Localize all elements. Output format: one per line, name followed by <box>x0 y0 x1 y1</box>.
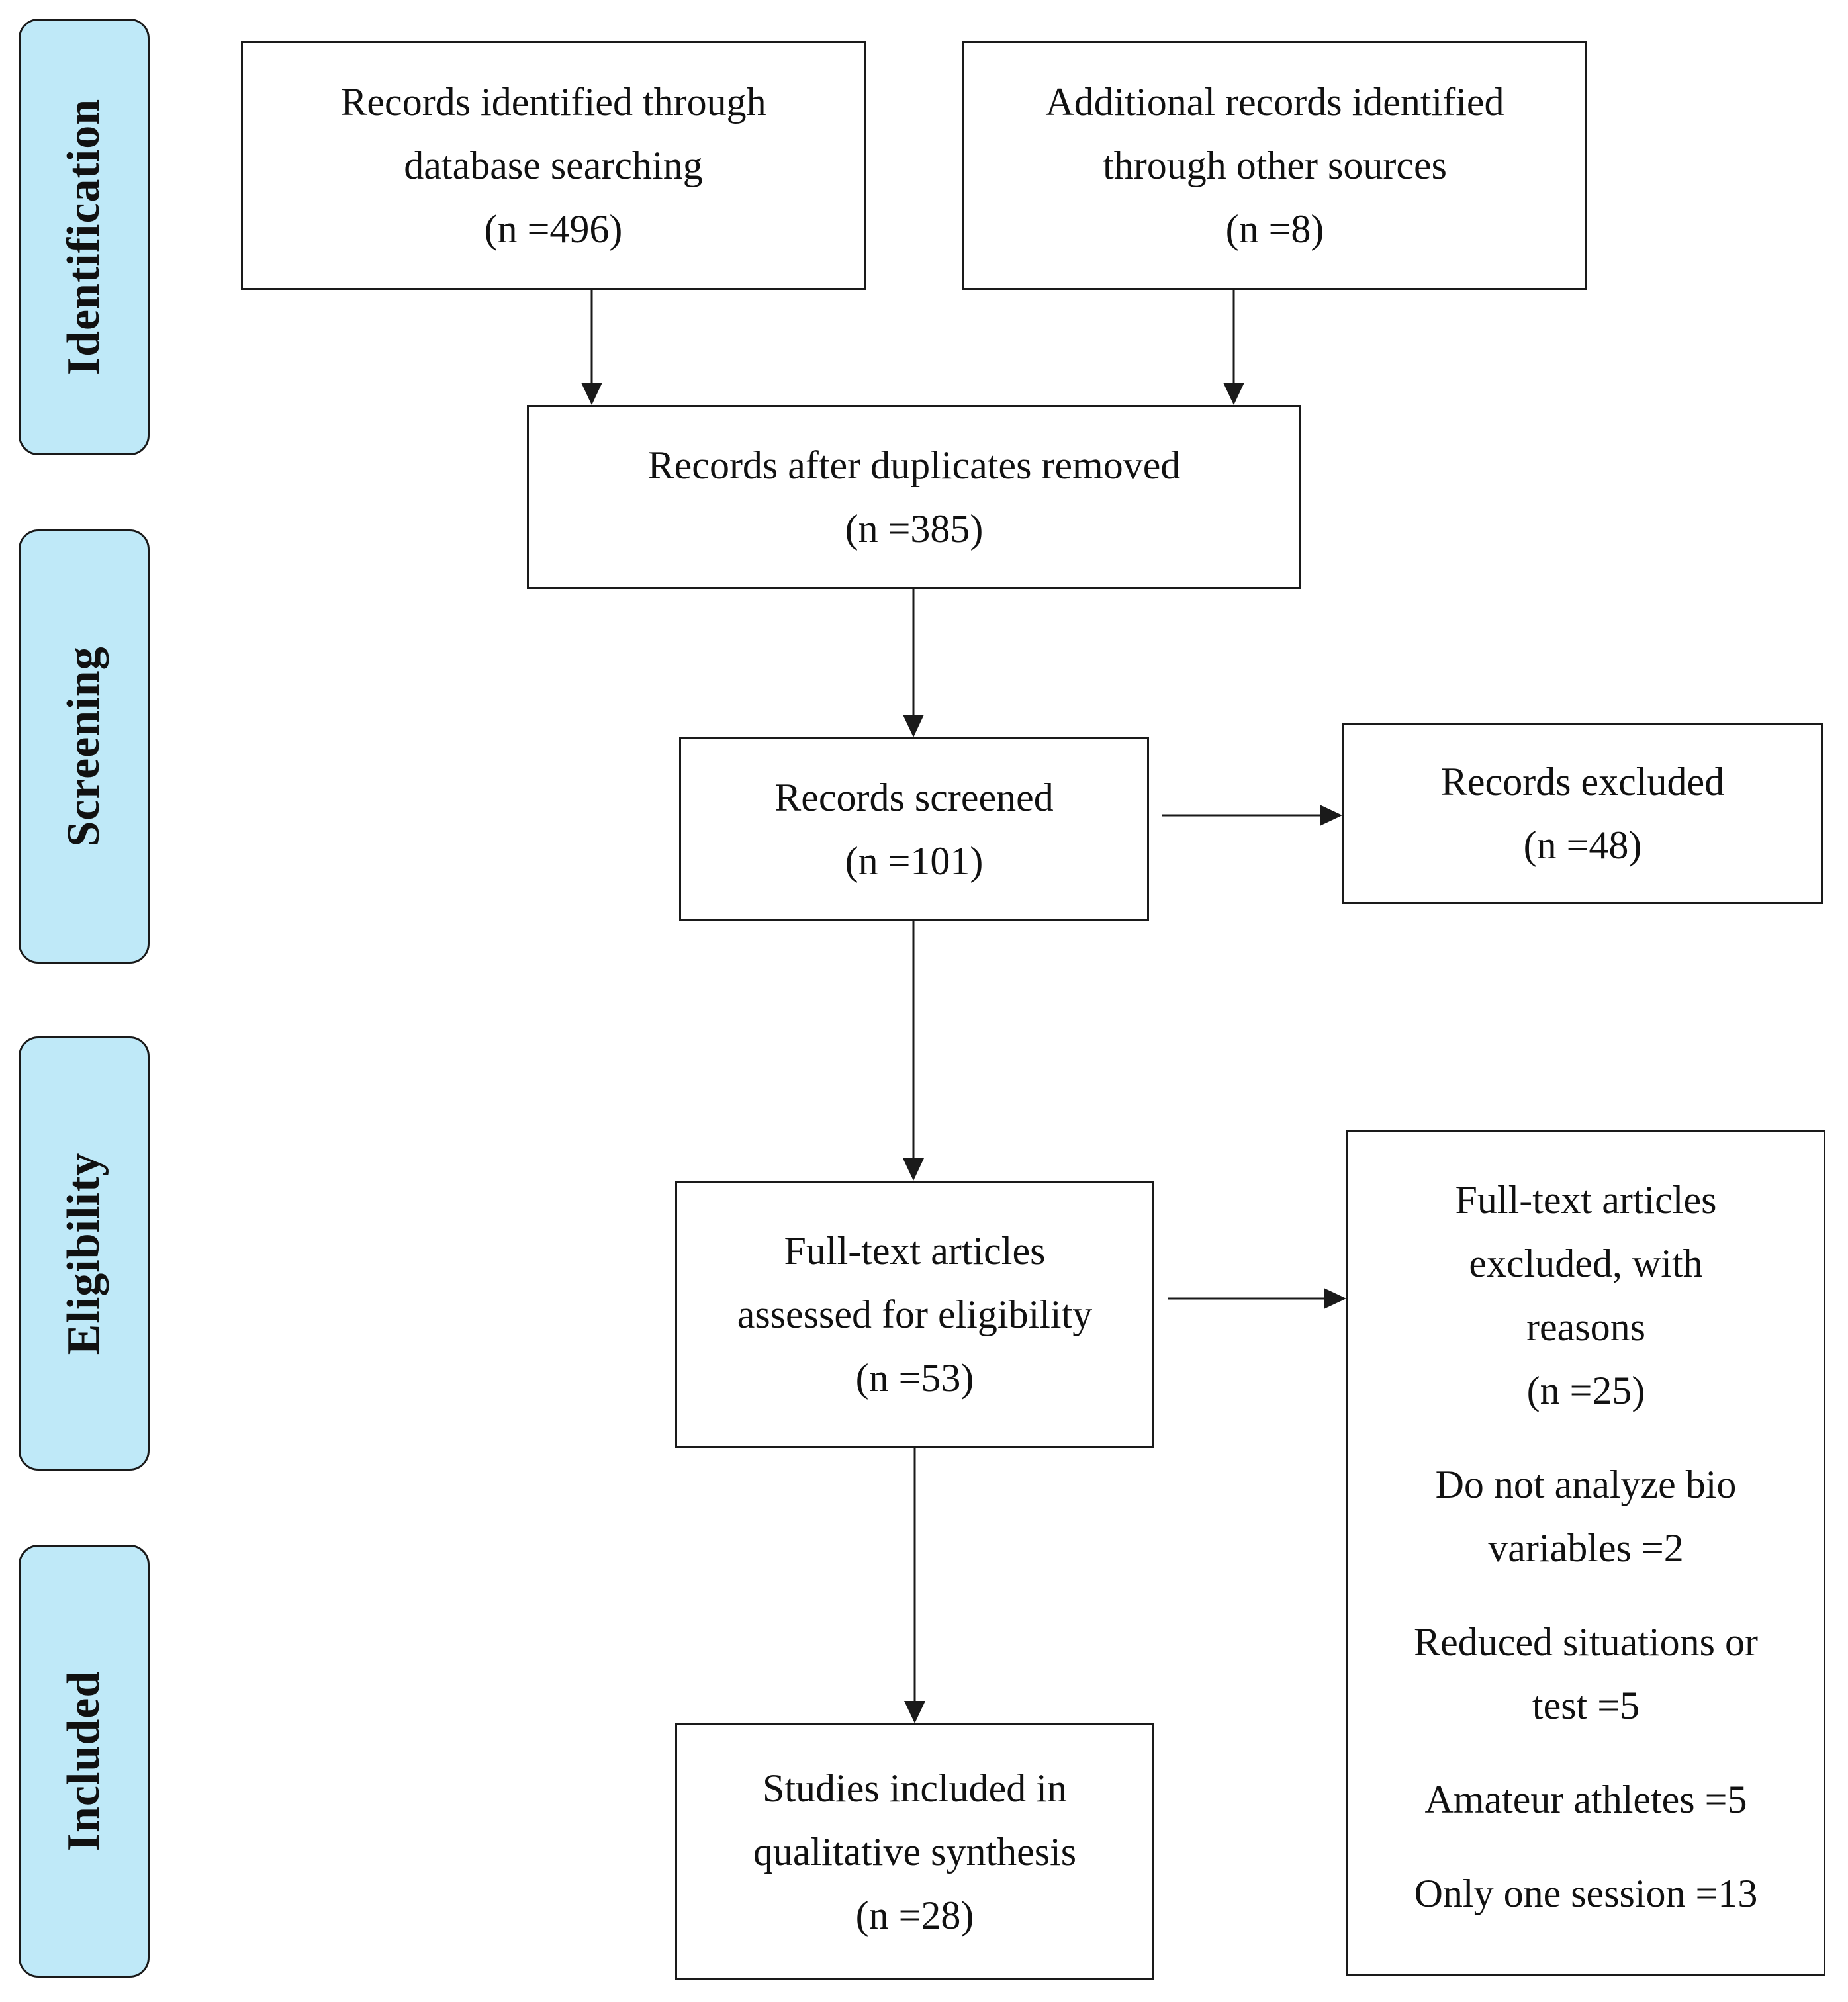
records-screened-box: Records screened (n =101) <box>679 737 1149 921</box>
database-records-box: Records identified through database sear… <box>241 41 866 290</box>
exclusion-reason-bio-variables: Do not analyze bio variables =2 <box>1436 1453 1737 1580</box>
database-records-line1: Records identified through <box>340 80 766 124</box>
studies-included-box: Studies included in qualitative synthesi… <box>675 1723 1154 1980</box>
exclusion-reason-one-session: Only one session =13 <box>1414 1862 1758 1925</box>
full-text-assessed-line1: Full-text articles <box>784 1229 1046 1273</box>
full-text-assessed-box: Full-text articles assessed for eligibil… <box>675 1181 1154 1448</box>
arrowhead-fulltext-to-fulltext-excluded <box>1324 1288 1346 1309</box>
exclusion-reason-reduced-situations: Reduced situations or test =5 <box>1414 1610 1758 1737</box>
database-records-count: (n =496) <box>484 207 623 251</box>
arrowhead-duplicates-to-screened <box>903 715 924 737</box>
other-sources-count: (n =8) <box>1225 207 1324 251</box>
full-text-excluded-line2: excluded, with <box>1469 1242 1703 1285</box>
records-excluded-box: Records excluded (n =48) <box>1342 723 1823 904</box>
studies-included-line1: Studies included in <box>762 1766 1067 1810</box>
exclusion-reason-text: Reduced situations or <box>1414 1620 1758 1664</box>
arrowhead-fulltext-to-included <box>904 1701 925 1723</box>
database-records-line2: database searching <box>404 144 703 187</box>
arrowhead-screened-to-excluded <box>1320 805 1342 826</box>
other-sources-line2: through other sources <box>1103 144 1447 187</box>
exclusion-reason-text: Amateur athletes =5 <box>1424 1778 1747 1821</box>
exclusion-reason-text: variables =2 <box>1488 1526 1684 1570</box>
exclusion-reason-text: test =5 <box>1532 1684 1640 1727</box>
studies-included-count: (n =28) <box>855 1893 974 1937</box>
full-text-excluded-line3: reasons <box>1526 1305 1645 1349</box>
phase-included: Included <box>19 1545 150 1978</box>
records-screened-line1: Records screened <box>774 776 1054 819</box>
exclusion-reason-amateur-athletes: Amateur athletes =5 <box>1424 1768 1747 1831</box>
records-excluded-line1: Records excluded <box>1440 760 1725 803</box>
full-text-excluded-box: Full-text articles excluded, with reason… <box>1346 1130 1825 1976</box>
full-text-assessed-line2: assessed for eligibility <box>737 1293 1093 1336</box>
other-sources-box: Additional records identified through ot… <box>962 41 1587 290</box>
phase-identification: Identification <box>19 19 150 455</box>
phase-screening: Screening <box>19 529 150 964</box>
arrowhead-screened-to-fulltext <box>903 1158 924 1181</box>
full-text-excluded-count: (n =25) <box>1526 1369 1645 1412</box>
other-sources-line1: Additional records identified <box>1045 80 1504 124</box>
arrowhead-other-to-duplicates <box>1223 383 1244 405</box>
full-text-assessed-count: (n =53) <box>855 1356 974 1400</box>
records-screened-count: (n =101) <box>845 839 984 883</box>
phase-eligibility: Eligibility <box>19 1036 150 1471</box>
arrowhead-database-to-duplicates <box>581 383 602 405</box>
duplicates-removed-box: Records after duplicates removed (n =385… <box>527 405 1301 589</box>
duplicates-removed-count: (n =385) <box>845 507 984 551</box>
records-excluded-count: (n =48) <box>1523 823 1642 867</box>
duplicates-removed-line1: Records after duplicates removed <box>647 443 1181 487</box>
exclusion-reason-text: Only one session =13 <box>1414 1872 1758 1915</box>
studies-included-line2: qualitative synthesis <box>753 1830 1077 1874</box>
exclusion-reason-text: Do not analyze bio <box>1435 1463 1737 1506</box>
full-text-excluded-line1: Full-text articles <box>1455 1178 1717 1222</box>
